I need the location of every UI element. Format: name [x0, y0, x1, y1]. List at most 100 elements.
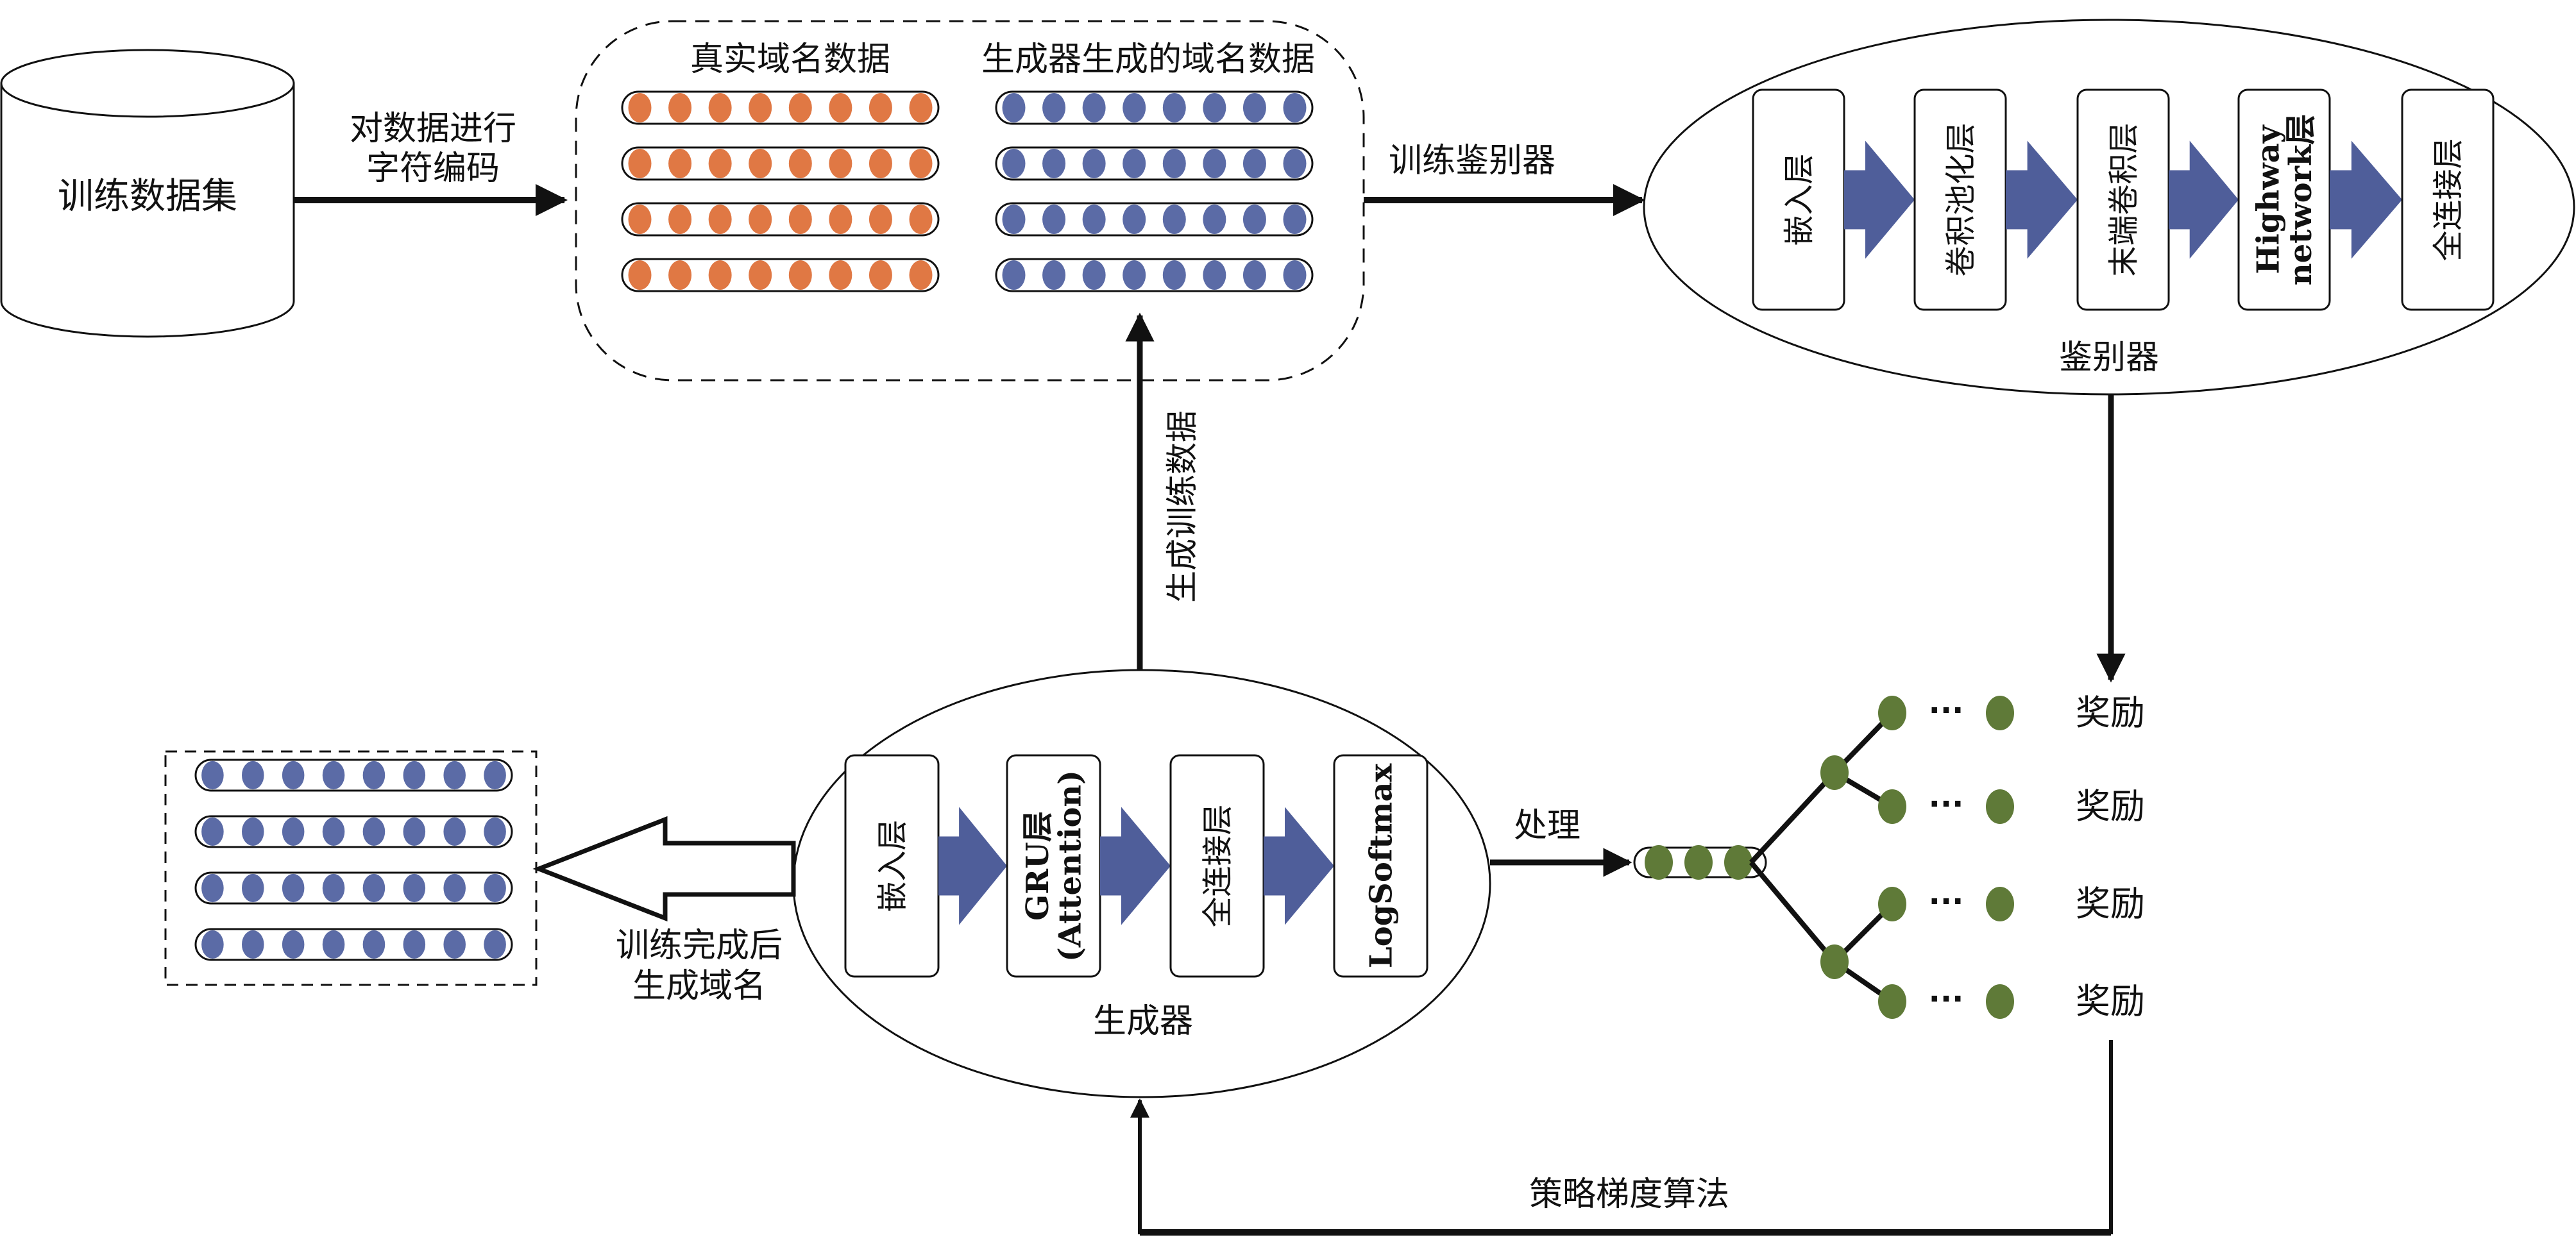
token-circle [1203, 205, 1226, 234]
token-circle [829, 149, 852, 178]
seed-token [1724, 845, 1752, 880]
token-circle [443, 817, 466, 846]
policy-gradient-arrow: 策略梯度算法 [1130, 1040, 2113, 1236]
layer-box [2401, 88, 2495, 311]
tree-node [1820, 944, 1849, 979]
token-circle [1123, 205, 1146, 234]
real-data-rows [621, 90, 940, 292]
token-circle [201, 930, 224, 959]
token-circle [282, 873, 305, 903]
rollout-path-4: ···奖励 [1878, 981, 2145, 1021]
discriminator-title: 鉴别器 [2059, 339, 2159, 377]
generated-domain-row [194, 815, 513, 848]
token-circle [443, 930, 466, 959]
token-circle [1203, 260, 1226, 290]
process-label: 处理 [1514, 807, 1580, 845]
token-circle [788, 93, 812, 122]
token-circle [1123, 260, 1146, 290]
seed-token [1645, 845, 1673, 880]
discriminator-layer-2: 卷积池化层 [1913, 88, 2007, 311]
token-circle [201, 760, 224, 790]
token-circle [1203, 149, 1226, 178]
generated-domain-row [194, 871, 513, 905]
discriminator-layer-3: 末端卷积层 [2076, 88, 2170, 311]
layer-flow-arrow [2169, 140, 2239, 259]
real-domain-row [621, 90, 940, 125]
token-circle [362, 760, 386, 790]
token-circle [1242, 205, 1266, 234]
token-circle [668, 260, 692, 290]
real-domain-row [621, 146, 940, 181]
token-circle [201, 873, 224, 903]
fake-domain-row [995, 202, 1314, 237]
sequence-capsule [995, 202, 1314, 237]
layer-flow-arrow [2330, 140, 2402, 259]
token-circle [282, 930, 305, 959]
token-circle [1283, 205, 1307, 234]
token-circle [708, 260, 732, 290]
token-circle [362, 817, 386, 846]
process-arrow: 处理 [1490, 807, 1632, 877]
sequence-capsule [194, 928, 513, 961]
tree-leaf-node [1986, 984, 2014, 1019]
token-circle [708, 93, 732, 122]
token-circle [909, 260, 933, 290]
layer-flow-arrow [938, 807, 1007, 925]
layer-label: LogSoftmax [1363, 763, 1399, 968]
token-circle [282, 817, 305, 846]
sequence-capsule [995, 258, 1314, 292]
token-circle [749, 149, 772, 178]
fake-data-title: 生成器生成的域名数据 [981, 40, 1315, 79]
token-circle [484, 760, 506, 790]
train-discriminator-label: 训练鉴别器 [1389, 142, 1555, 180]
generator-layer-3: 全连接层 [1169, 754, 1265, 978]
token-circle [1002, 149, 1026, 178]
token-circle [1162, 93, 1186, 122]
token-circle [1082, 205, 1106, 234]
layer-flow-arrow [1844, 140, 1915, 259]
token-circle [668, 93, 692, 122]
token-circle [829, 260, 852, 290]
rollout-tree: ···奖励···奖励···奖励···奖励 [1633, 692, 2145, 1021]
generated-domains [164, 750, 538, 986]
token-circle [282, 760, 305, 790]
generator-layer-2: GRU层(Attention) [1006, 754, 1101, 978]
token-circle [403, 873, 426, 903]
token-circle [869, 205, 892, 234]
token-circle [1242, 149, 1266, 178]
token-circle [1002, 260, 1026, 290]
token-circle [788, 205, 812, 234]
tree-node [1878, 887, 1906, 921]
token-circle [1162, 260, 1186, 290]
encode-label-line2: 字符编码 [366, 149, 500, 188]
training-dataset-cylinder: 训练数据集 [0, 49, 295, 338]
generated-domain-row [194, 928, 513, 961]
rollout-path-3: ···奖励 [1878, 884, 2145, 924]
token-circle [909, 205, 933, 234]
layer-label: 卷积池化层 [1943, 122, 1979, 276]
token-circle [242, 873, 264, 903]
token-circle [242, 930, 264, 959]
sequence-capsule [194, 871, 513, 905]
generate-training-data-label: 生成训练数据 [1164, 410, 1201, 603]
encode-arrow: 对数据进行 字符编码 [294, 110, 568, 216]
token-circle [362, 930, 386, 959]
output-arrow: 训练完成后 生成域名 [532, 816, 796, 1005]
discriminator-layer-5: 全连接层 [2401, 88, 2495, 311]
token-circle [1283, 93, 1307, 122]
after-training-label-line2: 生成域名 [632, 967, 766, 1005]
token-circle [1042, 149, 1066, 178]
tree-leaf-node [1986, 696, 2014, 730]
token-circle [869, 260, 892, 290]
token-circle [1242, 260, 1266, 290]
fake-domain-row [995, 90, 1314, 125]
token-circle [1082, 149, 1106, 178]
token-circle [1283, 149, 1307, 178]
token-circle [1162, 205, 1186, 234]
fake-domain-row [995, 146, 1314, 181]
generator-layer-4: LogSoftmax [1333, 754, 1428, 978]
token-circle [668, 149, 692, 178]
